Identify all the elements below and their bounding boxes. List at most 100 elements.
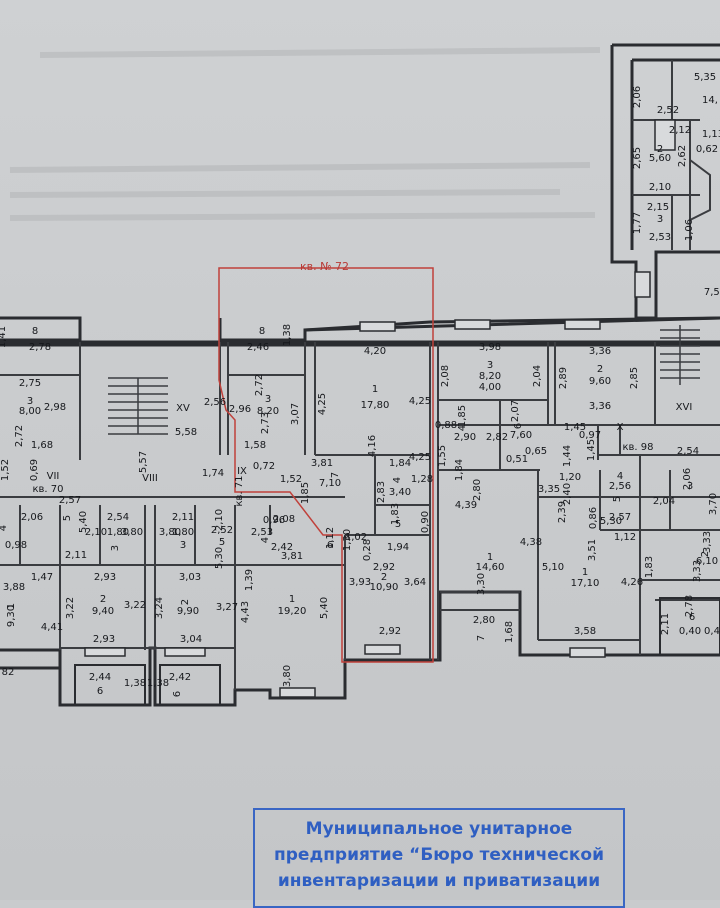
dimension-label: 1,83: [644, 556, 655, 578]
dimension-label: 1,52: [280, 474, 302, 485]
dimension-label: 1,30: [342, 529, 353, 551]
dimension-label: 1,94: [387, 542, 409, 553]
dimension-label: 0,96: [263, 515, 285, 526]
dimension-label: 2,65: [632, 147, 643, 169]
dimension-label: 2,78: [684, 595, 695, 617]
dimension-label: 0,4: [704, 626, 720, 637]
dimension-label: 3,93: [349, 577, 371, 588]
dimension-label: 0,72: [253, 461, 275, 472]
dimension-label: 3: [487, 360, 493, 371]
balconies: [74, 597, 720, 706]
dimension-label: 4,38: [520, 537, 542, 548]
dimension-label: 3: [110, 545, 121, 551]
interior-walls: [0, 60, 720, 690]
dimension-label: 2: [700, 551, 711, 557]
dimension-label: 2,93: [93, 634, 115, 645]
dimension-label: 9,40: [92, 606, 114, 617]
dimension-label: 5,60: [649, 153, 671, 164]
dimension-label: 3,80: [121, 527, 143, 538]
dimension-label: 4: [457, 425, 468, 431]
dimension-label: 8: [32, 326, 38, 337]
dimension-label: 3,27: [216, 602, 238, 613]
dimension-label: 3,36: [589, 401, 611, 412]
dimension-label: 0,51: [506, 454, 528, 465]
dimension-label: 2,08: [440, 365, 451, 387]
dimension-label: 2,54: [107, 512, 129, 523]
dimension-label: 1,12: [614, 532, 636, 543]
dimension-label: 3,81: [311, 458, 333, 469]
dimension-label: 3,33: [702, 531, 713, 553]
dimension-label: 4: [0, 525, 9, 531]
dimension-label: 3,98: [479, 342, 501, 353]
dimension-label: 5: [219, 537, 225, 548]
dimension-label: 4,00: [479, 382, 501, 393]
dimension-label: 2,56: [609, 481, 631, 492]
dimension-label: 2,92: [373, 562, 395, 573]
dimension-label: 5,40: [78, 511, 89, 533]
dimension-label: 1: [582, 567, 588, 578]
dimension-label: 4,25: [409, 452, 431, 463]
dimension-label: 1: [289, 594, 295, 605]
dimension-label: 7,60: [510, 430, 532, 441]
dimension-label: 1: [372, 384, 378, 395]
dimension-labels: 5,3514,2,062,522,121,132,6525,602,620,62…: [0, 72, 720, 697]
dimension-label: 4,16: [367, 435, 378, 457]
dimension-label: 3,51: [587, 539, 598, 561]
dimension-label: 1,84: [389, 458, 411, 469]
dimension-label: 5,10: [542, 562, 564, 573]
dimension-label: 8: [259, 326, 265, 337]
stamp-line-1: Муниципальное унитарное: [305, 819, 573, 839]
dimension-label: 1,02: [345, 532, 367, 543]
dimension-label: 1,85: [300, 482, 311, 504]
dimension-label: 3: [687, 481, 693, 492]
dimension-label: 2,11: [172, 512, 194, 523]
dimension-label: 5,30: [214, 547, 225, 569]
dimension-label: 2,08: [273, 514, 295, 525]
dimension-label: 2,52: [657, 105, 679, 116]
dimension-label: 2,53: [251, 527, 273, 538]
dimension-label: 1,20: [559, 472, 581, 483]
dimension-label: 1,80: [107, 527, 129, 538]
dimension-label: 3,36: [589, 346, 611, 357]
dimension-label: 2,53: [649, 232, 671, 243]
dimension-label: 3,33: [692, 560, 703, 582]
dimension-label: 0,86: [588, 507, 599, 529]
dimension-label: 3,03: [179, 572, 201, 583]
dimension-label: 3,81: [281, 551, 303, 562]
dimension-label: 2,11: [660, 613, 671, 635]
dimension-label: 1,55: [437, 445, 448, 467]
dimension-label: 1,41: [0, 326, 8, 348]
dimension-label: 2,80: [473, 615, 495, 626]
dimension-label: 3,40: [389, 487, 411, 498]
dimension-label: 1,68: [504, 621, 515, 643]
dimension-label: 2,96: [229, 404, 251, 415]
dimension-label: 2,10: [85, 527, 107, 538]
dimension-label: 3,80: [159, 527, 181, 538]
dimension-label: 14,60: [476, 562, 505, 573]
apartment-72-label: кв. № 72: [300, 260, 349, 273]
dimension-label: 1,38: [282, 324, 293, 346]
dimension-label: 6: [97, 686, 103, 697]
dimension-label: 2: [381, 572, 387, 583]
dimension-label: 1,84: [454, 459, 465, 481]
dimension-label: 6: [689, 612, 695, 623]
dimension-label: VIII: [142, 473, 158, 484]
dimension-label: 2,44: [89, 672, 111, 683]
dimension-label: 1,12: [325, 527, 336, 549]
dimension-label: 8,20: [479, 371, 501, 382]
dimension-label: 2,42: [271, 542, 293, 553]
dimension-label: 9,90: [177, 606, 199, 617]
dimension-label: 2,54: [677, 446, 699, 457]
dimension-label: кв. 98: [622, 442, 653, 453]
dimension-label: 1,77: [632, 212, 643, 234]
dimension-label: 1,06: [684, 219, 695, 241]
staircase-xv: [108, 377, 168, 435]
dimension-label: 2,39: [557, 501, 568, 523]
dimension-label: 2: [180, 599, 191, 605]
dimension-label: 14,: [702, 95, 718, 106]
dimension-label: 1: [6, 603, 17, 609]
dimension-label: 2,73: [260, 412, 271, 434]
dimension-label: 3,22: [124, 600, 146, 611]
dimension-label: 2,06: [682, 468, 693, 490]
